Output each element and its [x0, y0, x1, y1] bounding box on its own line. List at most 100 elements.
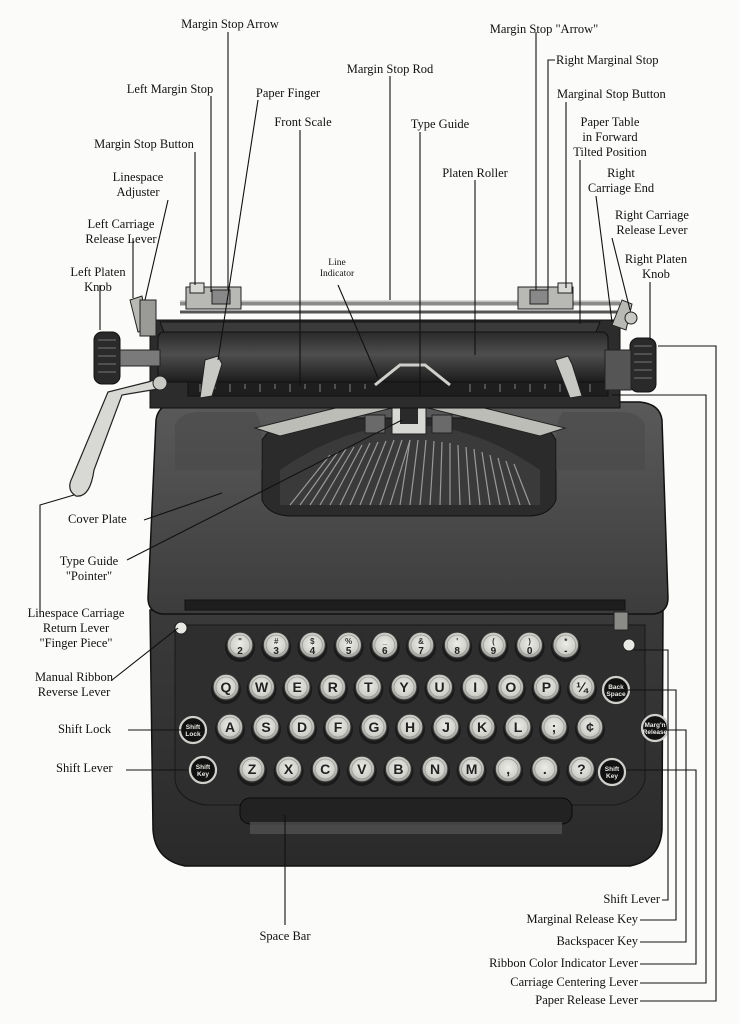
key-legend-lower: Key [606, 773, 618, 780]
key-legend-upper: Back [608, 684, 624, 691]
label-right-marginal-stop: Right Marginal Stop [556, 53, 659, 67]
key-7[interactable]: &7 [406, 631, 436, 662]
left-platen-knob-shape [93, 331, 161, 385]
key-M[interactable]: M [456, 755, 487, 786]
key-W[interactable]: W [246, 673, 277, 704]
label-linespace-carriage-return-lever: Linespace Carriage Return Lever "Finger … [27, 606, 125, 650]
key-legend-upper: Shift [186, 724, 201, 731]
key-?[interactable]: ? [566, 755, 597, 786]
key-legend: C [320, 761, 330, 777]
key-3[interactable]: #3 [261, 631, 292, 662]
key-legend: J [442, 719, 450, 735]
key-0[interactable]: )0 [514, 631, 545, 662]
key-legend-upper: ( [492, 637, 495, 646]
key-legend-upper: _ [382, 637, 388, 646]
label-shift-lock: Shift Lock [58, 722, 112, 736]
key-4[interactable]: $4 [297, 631, 328, 662]
key-legend: R [328, 679, 338, 695]
label-backspacer-key: Backspacer Key [556, 934, 638, 948]
key-T[interactable]: T [353, 673, 384, 704]
key-legend-lower: 3 [273, 646, 279, 657]
key-2[interactable]: "2 [225, 631, 255, 662]
key-I[interactable]: I [460, 673, 491, 704]
key-8[interactable]: '8 [442, 631, 473, 662]
key-H[interactable]: H [395, 713, 425, 744]
key-legend: D [297, 719, 307, 735]
key-legend: Z [248, 761, 257, 777]
key-legend-upper: * [564, 637, 568, 646]
key-legend-lower: 8 [454, 646, 460, 657]
key-.[interactable]: . [529, 755, 560, 786]
key-E[interactable]: E [282, 673, 313, 704]
label-right-platen-knob: Right Platen Knob [624, 252, 688, 281]
label-shift-lever-right: Shift Lever [603, 892, 660, 906]
leader-lines [39, 32, 717, 1002]
key-legend-lower: 0 [527, 646, 533, 657]
key-legend: ; [552, 719, 557, 735]
key-Y[interactable]: Y [389, 673, 419, 704]
key-¼[interactable]: ¼ [567, 673, 597, 704]
key-legend-lower: 5 [346, 646, 352, 657]
key-6[interactable]: _6 [369, 631, 400, 662]
key-legend: I [473, 679, 477, 695]
key-U[interactable]: U [424, 673, 455, 704]
key-G[interactable]: G [359, 713, 389, 744]
key-P[interactable]: P [531, 673, 562, 704]
key-legend-upper: # [274, 637, 279, 646]
key-legend: T [364, 679, 373, 695]
key-K[interactable]: K [467, 713, 497, 744]
key-9[interactable]: (9 [478, 631, 509, 662]
label-right-carriage-release-lever: Right Carriage Release Lever [615, 208, 689, 237]
key-J[interactable]: J [431, 713, 461, 744]
key-legend: S [261, 719, 270, 735]
key-L[interactable]: L [503, 713, 533, 744]
key-A[interactable]: A [215, 713, 245, 744]
key-legend: U [435, 679, 445, 695]
label-paper-table: Paper Table in Forward Tilted Position [573, 115, 647, 159]
key-5[interactable]: %5 [333, 631, 364, 662]
key-F[interactable]: F [323, 713, 353, 744]
key-C[interactable]: C [310, 755, 341, 786]
key--[interactable]: *- [550, 631, 581, 662]
label-shift-lever-left: Shift Lever [56, 761, 113, 775]
key-legend-upper: % [345, 637, 352, 646]
key-D[interactable]: D [287, 713, 317, 744]
key-R[interactable]: R [317, 673, 348, 704]
key-legend-lower: Key [197, 771, 209, 778]
label-margin-stop-arrow-quoted: Margin Stop "Arrow" [489, 22, 599, 36]
typewriter-illustration: "2#3$4%5_6&7'8(9)0*-QWERTYUIOP¼ASDFGHJKL… [69, 282, 670, 867]
label-type-guide-pointer: Type Guide "Pointer" [59, 554, 119, 583]
key-V[interactable]: V [346, 755, 377, 786]
label-ribbon-color-indicator-lever: Ribbon Color Indicator Lever [489, 956, 638, 970]
label-right-carriage-end: Right Carriage End [587, 166, 655, 195]
key-;[interactable]: ; [539, 713, 569, 744]
key-,[interactable]: , [493, 755, 524, 786]
key-legend: V [357, 761, 367, 777]
key-legend-upper: Shift [196, 764, 211, 771]
key-legend-lower: 6 [382, 646, 388, 657]
key-B[interactable]: B [383, 755, 414, 786]
key-N[interactable]: N [420, 755, 450, 786]
label-left-margin-stop: Left Margin Stop [126, 82, 214, 96]
label-paper-release-lever: Paper Release Lever [535, 993, 638, 1007]
key-legend: ¢ [586, 719, 594, 735]
key-legend-upper: Shift [605, 766, 620, 773]
label-margin-stop-arrow: Margin Stop Arrow [181, 17, 279, 31]
key-legend: F [334, 719, 343, 735]
key-legend: O [505, 679, 516, 695]
key-legend: X [284, 761, 294, 777]
key-Z[interactable]: Z [237, 755, 267, 786]
key-Q[interactable]: Q [211, 673, 241, 704]
key-O[interactable]: O [495, 673, 526, 704]
key-legend: H [405, 719, 415, 735]
key-¢[interactable]: ¢ [575, 713, 605, 744]
key-legend: W [255, 679, 269, 695]
key-S[interactable]: S [251, 713, 281, 744]
key-X[interactable]: X [273, 755, 304, 786]
label-front-scale: Front Scale [274, 115, 332, 129]
